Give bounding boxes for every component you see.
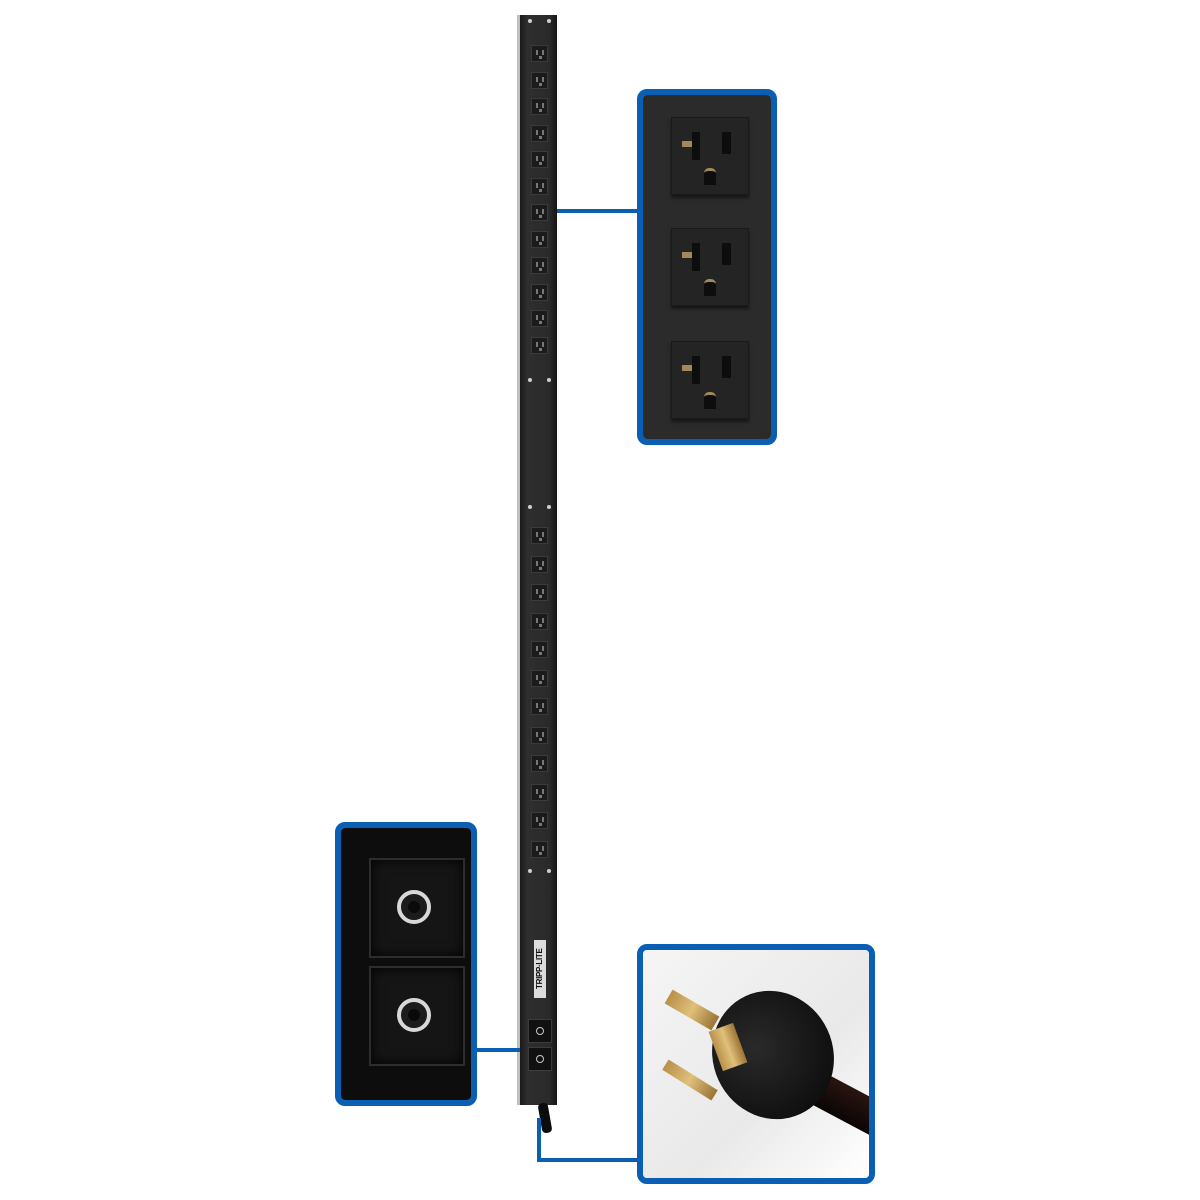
mounting-screw [547,869,551,873]
mounting-screw [547,19,551,23]
plug-prong [664,989,720,1031]
pdu-outlet [531,641,548,658]
callout-line-outlets [557,209,641,213]
outlet-20a [671,341,749,419]
pdu-outlet [531,204,548,221]
mounting-screw [528,505,532,509]
callout-plug [637,944,875,1184]
plug-photo [643,950,869,1178]
plug-prong [662,1059,718,1101]
pdu-outlet [531,726,548,744]
callout-line-breakers [475,1048,520,1052]
brand-logo: TRIPP·LITE [534,940,546,998]
breaker-reset-icon [397,998,431,1032]
outlet-20a [671,228,749,306]
pdu-outlet [531,755,548,772]
callout-line-plug-h [537,1158,641,1162]
callout-breakers [335,822,477,1106]
outlet-20a [671,117,749,195]
breaker-closeup-1 [369,858,465,958]
pdu-outlet [531,124,548,142]
callout-outlets [637,89,777,445]
breaker-panel [341,828,471,1100]
mounting-screw [547,378,551,382]
pdu-outlet [531,527,548,544]
pdu-outlet [531,698,548,715]
pdu-outlet [531,310,548,327]
breaker-button-2[interactable] [528,1047,552,1071]
pdu-outlet [531,151,548,168]
breaker-button-1[interactable] [528,1019,552,1043]
pdu-outlet [531,612,548,630]
pdu-outlet [531,555,548,573]
mounting-screw [528,378,532,382]
mounting-screw [528,869,532,873]
pdu-strip: TRIPP·LITE [517,15,557,1134]
pdu-outlet [531,669,548,687]
pdu-outlet [531,177,548,195]
pdu-outlet [531,584,548,601]
pdu-outlet [531,812,548,829]
outlet-panel [643,95,771,439]
pdu-outlet [531,283,548,301]
pdu-outlet [531,783,548,801]
callout-line-plug-v [537,1118,541,1162]
breaker-reset-icon [397,890,431,924]
pdu-outlet [531,336,548,354]
mounting-screw [528,19,532,23]
pdu-outlet [531,45,548,62]
breaker-closeup-2 [369,966,465,1066]
pdu-outlet [531,98,548,115]
pdu-outlet [531,230,548,248]
pdu-outlet [531,71,548,89]
pdu-outlet [531,840,548,858]
pdu-outlet [531,257,548,274]
mounting-screw [547,505,551,509]
